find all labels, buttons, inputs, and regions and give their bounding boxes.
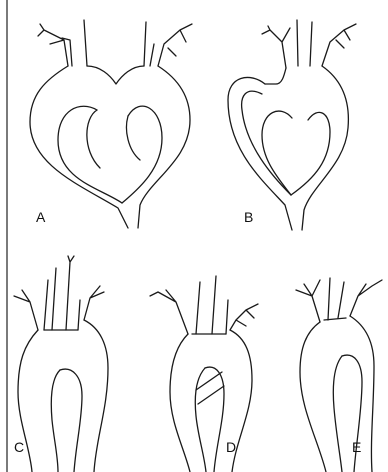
panel-c-drawing bbox=[14, 256, 108, 472]
panel-b-outer-contour bbox=[228, 77, 292, 230]
panel-b-inner-right bbox=[291, 112, 330, 195]
panel-a-left-carotid bbox=[38, 20, 87, 66]
panel-b-tube-top bbox=[265, 68, 286, 84]
panel-d-outer-contour bbox=[170, 334, 190, 472]
panel-e-branches bbox=[296, 278, 382, 322]
panel-a-inner-contour bbox=[58, 106, 122, 203]
panel-a-inner-right bbox=[122, 106, 162, 203]
panel-a-inner-right-loop bbox=[127, 116, 141, 160]
panel-e-arch-top bbox=[324, 318, 346, 320]
panel-e-drawing bbox=[296, 278, 382, 472]
panel-a-outer-contour bbox=[30, 66, 128, 228]
panel-label-b: B bbox=[244, 209, 253, 225]
panel-d-branches bbox=[150, 276, 258, 334]
panel-a-notch bbox=[87, 66, 144, 84]
panel-a-drawing bbox=[30, 20, 192, 228]
panel-c-outer-right bbox=[84, 320, 108, 472]
panel-b-branches-left bbox=[262, 26, 290, 68]
panel-e-outer-contour bbox=[300, 322, 326, 472]
panel-e-inner-left bbox=[333, 356, 342, 472]
panel-a-outer-contour-right bbox=[138, 66, 190, 228]
panel-b-outer-right bbox=[302, 66, 348, 230]
panel-d-inner-contour bbox=[205, 367, 224, 472]
panel-d-drawing bbox=[150, 276, 258, 472]
panel-label-e: E bbox=[352, 439, 361, 455]
panel-b-drawing bbox=[228, 20, 356, 230]
panel-c-branches bbox=[14, 256, 104, 330]
panel-label-d: D bbox=[226, 439, 236, 455]
panel-a-inner-left-loop bbox=[87, 110, 100, 168]
panel-b-branches-middle bbox=[297, 20, 312, 66]
panel-b-inner-contour bbox=[262, 111, 292, 195]
panel-b-tube bbox=[242, 91, 291, 195]
panel-c-inner-left bbox=[51, 370, 60, 472]
panel-label-a: A bbox=[36, 209, 46, 225]
panel-label-c: C bbox=[14, 439, 24, 455]
panel-c-inner-contour bbox=[60, 369, 82, 472]
panel-b-branches-right bbox=[322, 24, 356, 66]
